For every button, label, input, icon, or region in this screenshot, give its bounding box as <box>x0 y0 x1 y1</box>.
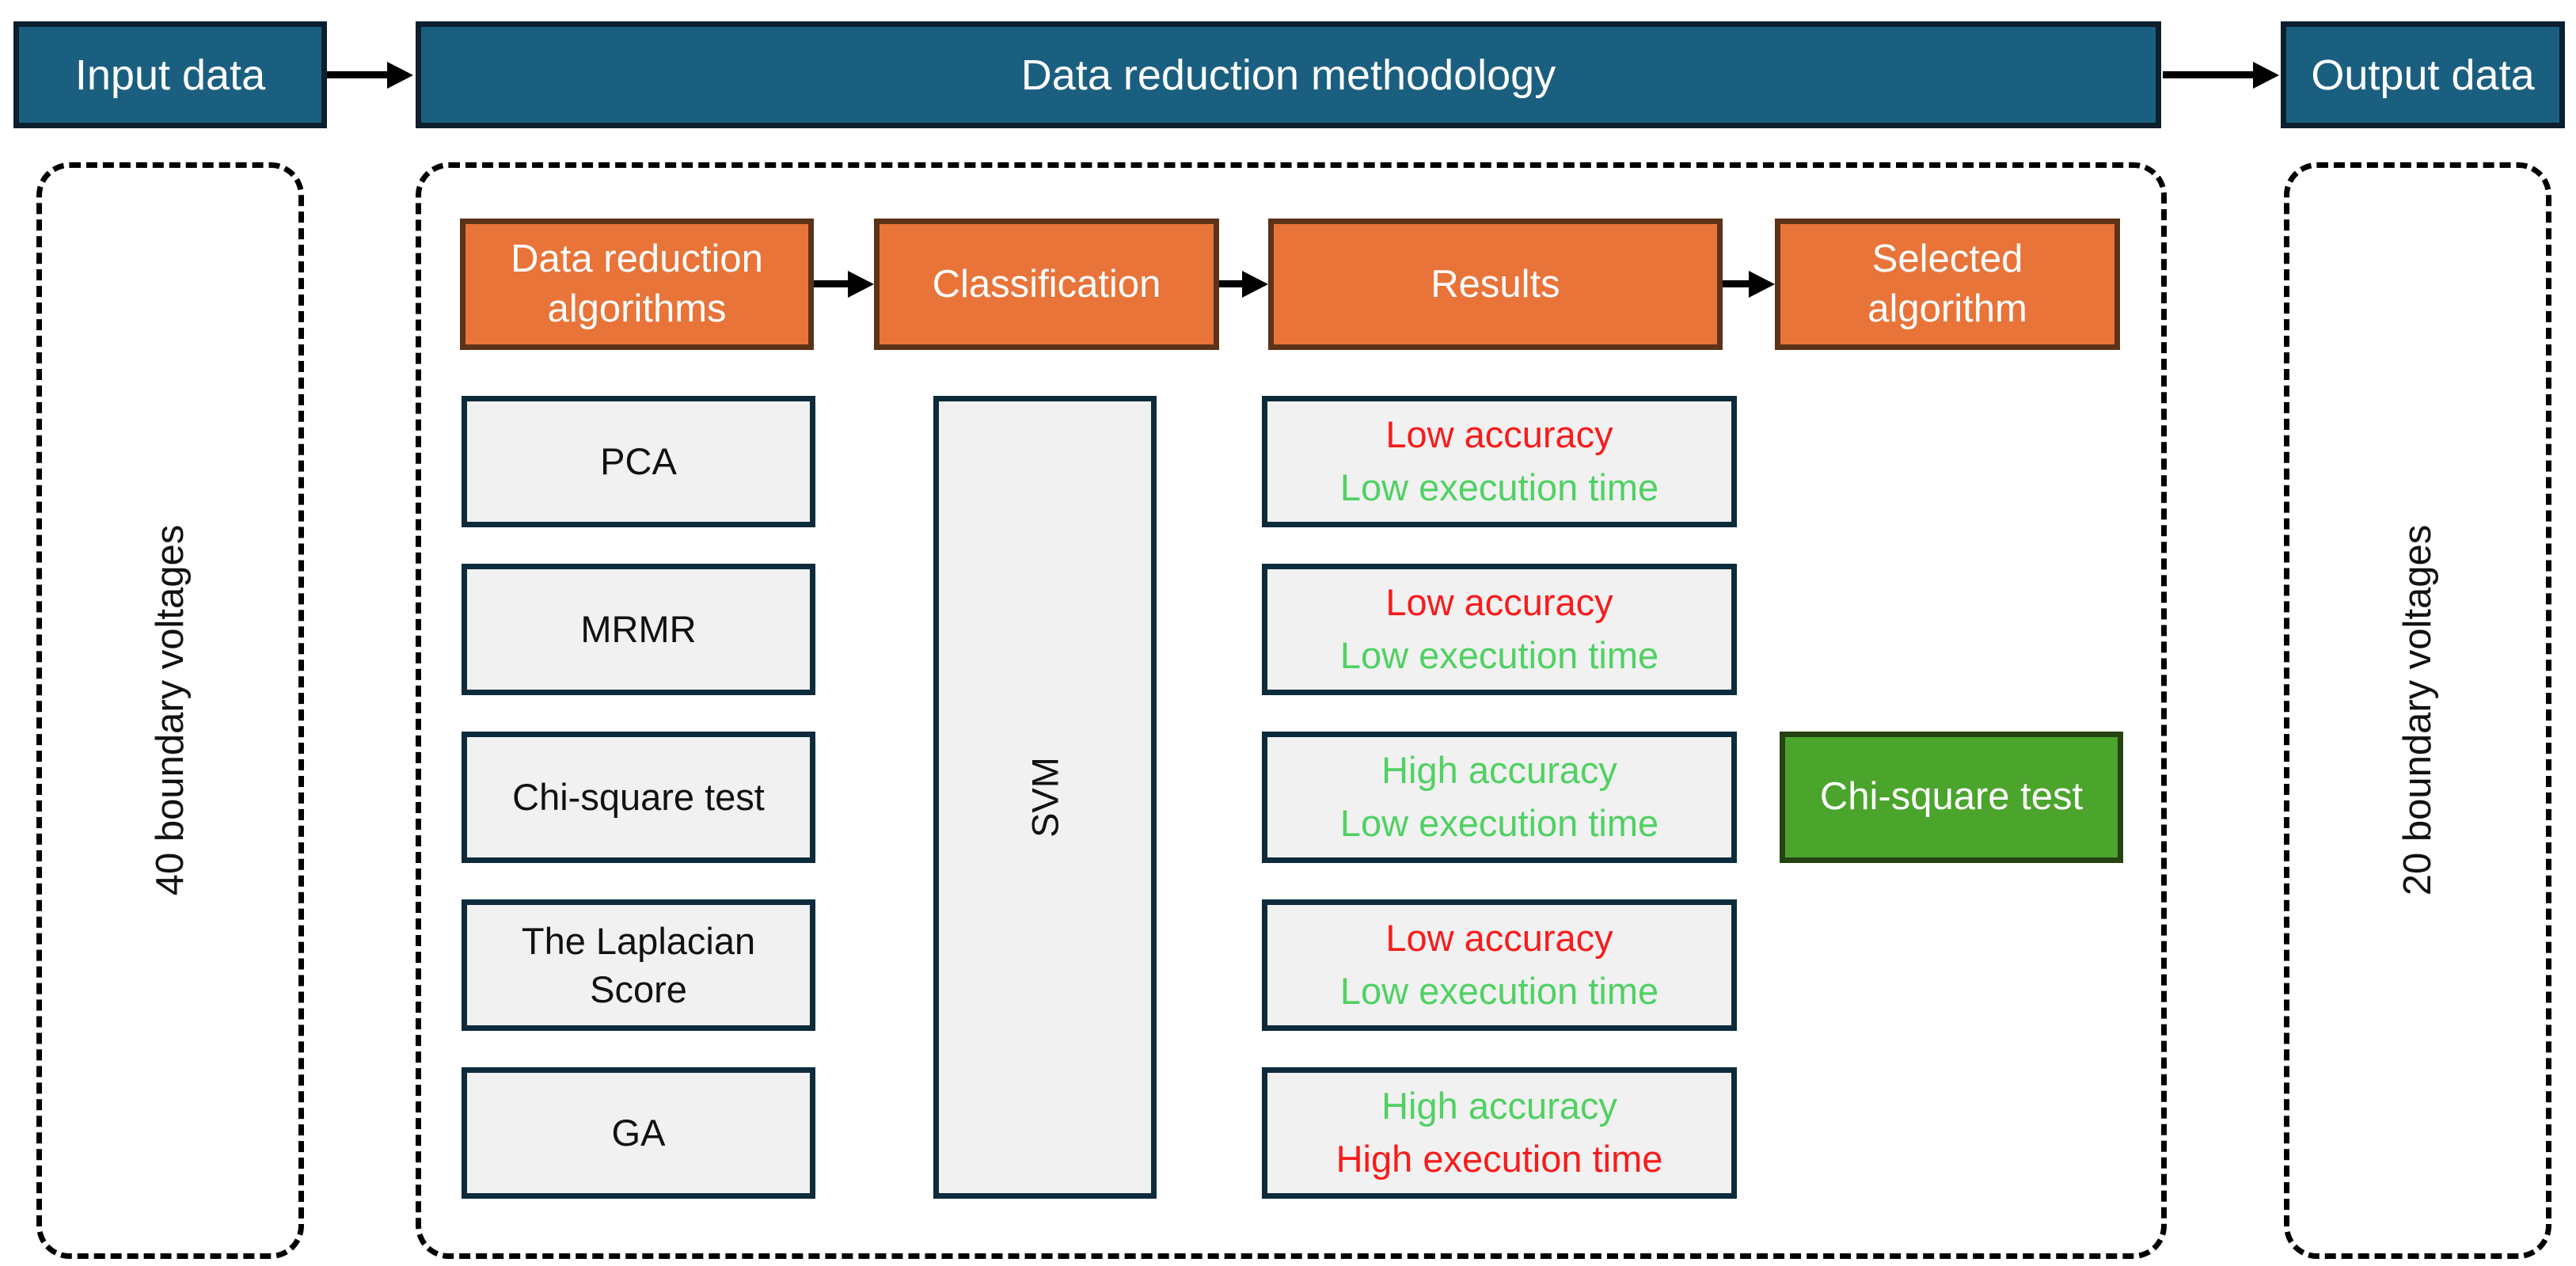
stage-label: Results <box>1430 262 1560 306</box>
result-box: High accuracy High execution time <box>1262 1067 1737 1199</box>
algorithm-label: MRMR <box>580 608 697 651</box>
result-accuracy: Low accuracy <box>1385 581 1613 624</box>
selected-algorithm-box: Chi-square test <box>1780 732 2123 863</box>
output-data-label: Output data <box>2311 51 2535 99</box>
result-box: Low accuracy Low execution time <box>1262 564 1737 695</box>
algorithm-label: The Laplacian Score <box>521 919 756 1010</box>
result-accuracy: Low accuracy <box>1385 413 1613 456</box>
output-panel <box>2284 162 2551 1259</box>
result-accuracy: High accuracy <box>1381 1085 1617 1127</box>
algorithm-label: PCA <box>600 440 677 483</box>
algorithm-label: Chi-square test <box>512 776 765 819</box>
algorithm-box-pca: PCA <box>462 396 815 527</box>
result-time: Low execution time <box>1339 970 1659 1012</box>
stage-label: Selected algorithm <box>1867 238 2027 330</box>
stage-box-results: Results <box>1268 219 1723 350</box>
classifier-svm-label: SVM <box>1024 757 1066 838</box>
arrow-classification-to-results <box>1219 280 1242 287</box>
stage-label: Classification <box>932 262 1161 306</box>
algorithm-box-chi-square-test: Chi-square test <box>462 732 815 863</box>
input-data-box: Input data <box>13 21 327 128</box>
result-time: Low execution time <box>1339 634 1659 676</box>
methodology-header-label: Data reduction methodology <box>1020 51 1556 99</box>
arrow-algorithms-to-classification <box>814 280 848 287</box>
methodology-panel <box>416 162 2167 1259</box>
algorithm-label: GA <box>611 1112 666 1154</box>
algorithm-box-mrmr: MRMR <box>462 564 815 695</box>
input-data-label: Input data <box>74 51 266 99</box>
classifier-svm-box <box>933 396 1157 1199</box>
input-panel <box>36 162 304 1259</box>
result-time: High execution time <box>1335 1138 1663 1180</box>
result-box: Low accuracy Low execution time <box>1262 899 1737 1031</box>
stage-box-selected-algorithm: Selected algorithm <box>1775 219 2120 350</box>
result-time: Low execution time <box>1339 802 1659 844</box>
result-box: Low accuracy Low execution time <box>1262 396 1737 527</box>
algorithm-box-ga: GA <box>462 1067 815 1199</box>
stage-label: Data reduction algorithms <box>511 238 763 330</box>
input-panel-label: 40 boundary voltages <box>149 524 192 896</box>
result-accuracy: Low accuracy <box>1385 917 1613 960</box>
selected-algorithm-label: Chi-square test <box>1819 775 2084 819</box>
arrow-input-to-methodology <box>327 71 387 78</box>
result-box: High accuracy Low execution time <box>1262 732 1737 863</box>
result-time: Low execution time <box>1339 466 1659 508</box>
arrow-results-to-selected <box>1723 280 1749 287</box>
algorithm-box-laplacian-score: The Laplacian Score <box>462 899 815 1031</box>
stage-box-classification: Classification <box>874 219 1219 350</box>
methodology-header-box: Data reduction methodology <box>416 21 2161 128</box>
output-data-box: Output data <box>2281 21 2565 128</box>
output-panel-label: 20 boundary voltages <box>2396 524 2439 896</box>
result-accuracy: High accuracy <box>1381 749 1617 792</box>
arrow-methodology-to-output <box>2163 71 2253 78</box>
stage-box-data-reduction-algorithms: Data reduction algorithms <box>460 219 814 350</box>
